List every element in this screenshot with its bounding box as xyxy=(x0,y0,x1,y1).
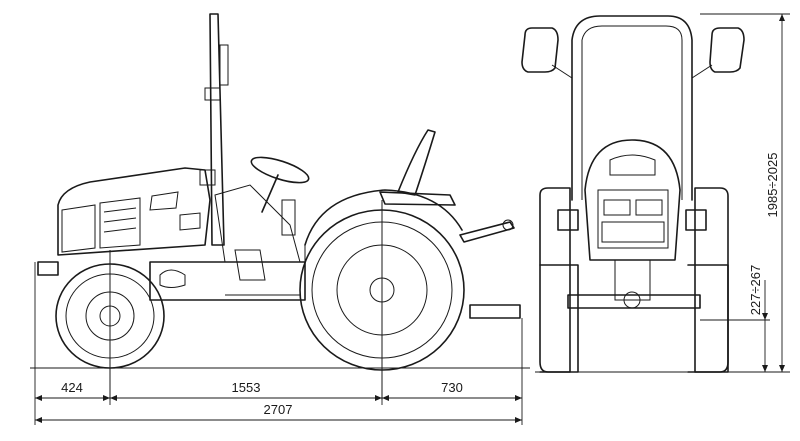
dim-overall-length-label: 2707 xyxy=(264,402,293,417)
dimension-lines xyxy=(34,13,790,425)
dim-overall-height-label: 1985÷2025 xyxy=(765,153,780,218)
front-view xyxy=(521,15,775,373)
dim-ground-clearance-label: 227÷267 xyxy=(748,265,763,316)
side-view xyxy=(30,13,530,400)
dim-wheelbase-label: 1553 xyxy=(232,380,261,395)
dim-front-overhang-label: 424 xyxy=(61,380,83,395)
dim-rear-overhang-label: 730 xyxy=(441,380,463,395)
